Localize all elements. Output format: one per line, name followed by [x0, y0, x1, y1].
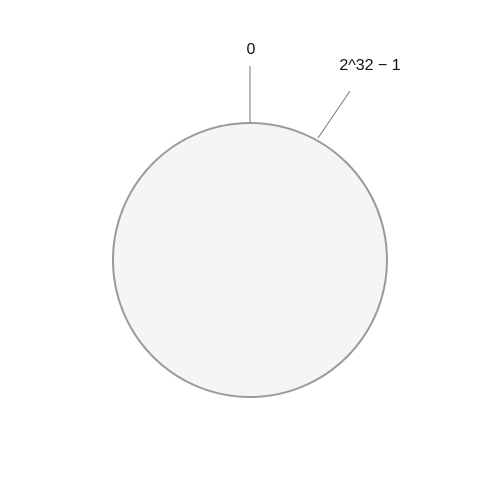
- end-position-label: 2^32 − 1: [339, 57, 400, 74]
- end-leader-line: [317, 90, 351, 139]
- start-position-label: 0: [247, 41, 256, 58]
- hash-ring: [112, 122, 388, 398]
